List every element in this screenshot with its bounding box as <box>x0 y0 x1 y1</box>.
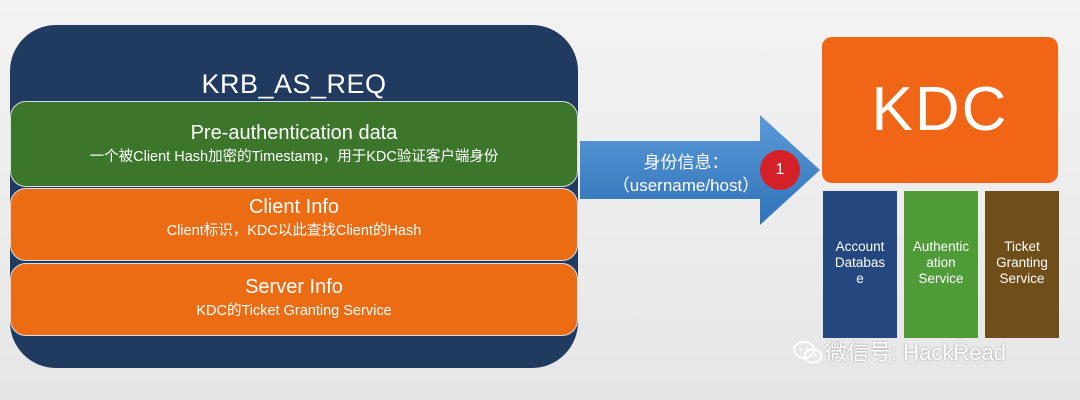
preauth-detail: 一个被Client Hash加密的Timestamp，用于KDC验证客户端身份 <box>89 149 499 165</box>
wechat-icon <box>793 341 823 364</box>
arrow-label-identity: 身份信息： <box>643 153 729 172</box>
arrow-label-username-host: （username/host） <box>612 176 760 195</box>
service-label-line: Service <box>999 271 1045 286</box>
server-info-heading: Server Info <box>245 276 343 298</box>
client-info-block: Client Info Client标识，KDC以此查找Client的Hash <box>10 188 578 261</box>
service-label-line: Account <box>835 239 885 254</box>
service-label-line: Service <box>918 271 964 286</box>
service-label-line: ation <box>926 255 956 270</box>
server-info-detail: KDC的Ticket Granting Service <box>196 303 392 319</box>
client-info-heading: Client Info <box>248 196 340 218</box>
krb-as-req-panel: KRB_AS_REQ Pre-authentication data 一个被Cl… <box>10 25 578 368</box>
client-info-detail: Client标识，KDC以此查找Client的Hash <box>166 223 422 239</box>
watermark: 微信号: HackRead <box>793 340 1006 366</box>
authentication-service-box: Authentic ation Service <box>904 191 978 338</box>
service-label-line: Granting <box>996 255 1048 270</box>
preauth-block: Pre-authentication data 一个被Client Hash加密… <box>10 101 578 187</box>
service-label-line: Ticket <box>1004 239 1040 254</box>
req-title: KRB_AS_REQ <box>201 69 387 99</box>
account-database-box: Account Databas e <box>823 191 897 338</box>
ticket-granting-service-box: Ticket Granting Service <box>985 191 1059 338</box>
server-info-block: Server Info KDC的Ticket Granting Service <box>10 263 578 336</box>
watermark-text: 微信号: HackRead <box>825 340 1006 365</box>
service-label-line: e <box>856 271 864 286</box>
preauth-heading: Pre-authentication data <box>190 122 398 144</box>
kdc-box: KDC <box>822 37 1058 183</box>
step-badge: 1 <box>760 150 800 190</box>
service-label-line: Authentic <box>912 239 970 254</box>
service-label-line: Databas <box>834 255 886 270</box>
flow-arrow <box>580 115 820 225</box>
